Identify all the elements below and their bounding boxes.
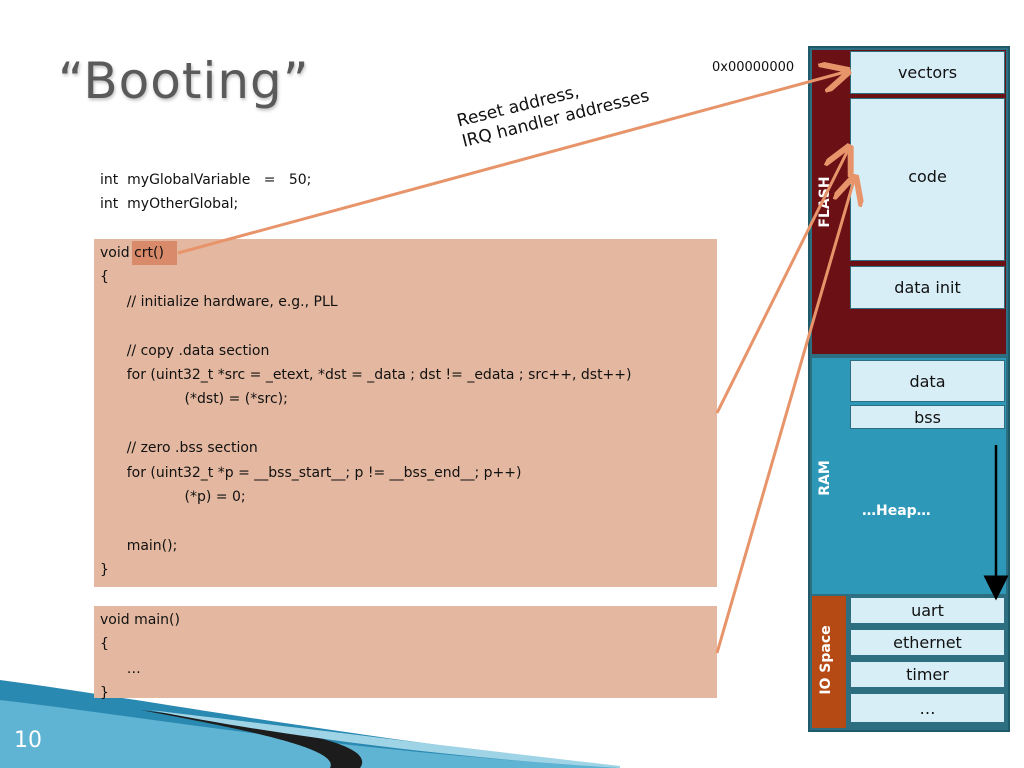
reset-arrow (177, 72, 845, 255)
code-line: } (100, 685, 109, 702)
crt-arrow-code (717, 210, 852, 413)
slide-title: “Booting” (58, 52, 310, 110)
code-line: void crt() (100, 245, 164, 261)
io-region (812, 596, 846, 728)
copy-arrow-data-init (715, 150, 848, 414)
main-arrow-code (715, 180, 854, 654)
code-line: { (100, 636, 109, 653)
cell-more: … (850, 693, 1005, 723)
code-line: } (100, 562, 109, 579)
cell-uart: uart (850, 597, 1005, 624)
code-line: … (100, 660, 141, 677)
crt-code-box (94, 239, 717, 587)
crt-highlight (132, 241, 177, 265)
main-code-box (94, 606, 717, 698)
address-label: 0x00000000 (712, 60, 795, 75)
code-line: for (uint32_t *src = _etext, *dst = _dat… (100, 367, 632, 383)
cell-data-init: data init (850, 266, 1005, 309)
code-line: // zero .bss section (100, 440, 258, 457)
code-line: void main() (100, 612, 180, 628)
code-global-2: int myOtherGlobal; (100, 196, 239, 212)
heap-label: …Heap… (862, 503, 931, 519)
slide-swoosh (0, 680, 620, 768)
code-line: main(); (100, 537, 178, 554)
cell-ethernet: ethernet (850, 629, 1005, 656)
code-line: // initialize hardware, e.g., PLL (100, 293, 338, 310)
code-line: { (100, 269, 109, 286)
code-global-1: int myGlobalVariable = 50; (100, 172, 312, 188)
cell-vectors: vectors (850, 51, 1005, 94)
slide-number: 10 (14, 728, 42, 753)
code-line: for (uint32_t *p = __bss_start__; p != _… (100, 464, 522, 481)
cell-timer: timer (850, 661, 1005, 688)
cell-bss: bss (850, 405, 1005, 429)
code-line: (*p) = 0; (100, 489, 246, 505)
cell-data: data (850, 360, 1005, 402)
code-line: (*dst) = (*src); (100, 391, 288, 408)
code-line: // copy .data section (100, 342, 270, 359)
